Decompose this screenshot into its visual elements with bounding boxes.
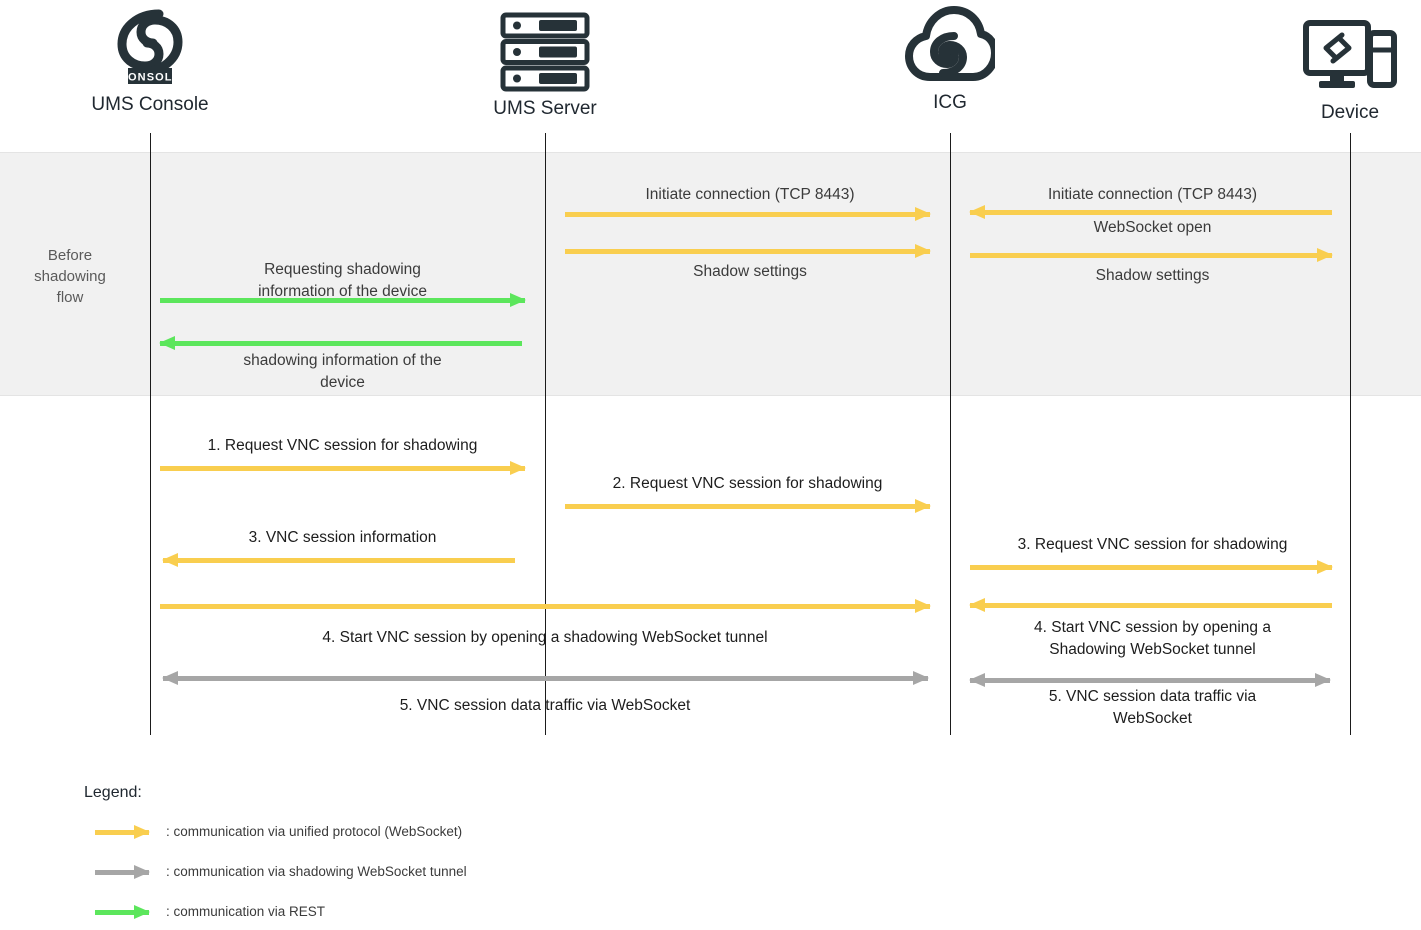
legend-arrow-rest-icon [95, 905, 150, 919]
message-label-m5: Shadow settings [1095, 267, 1210, 284]
message-label-m15: 5. VNC session data traffic via WebSocke… [970, 686, 1335, 730]
message-label-m10: 3. VNC session information [248, 529, 437, 546]
message-arrow-m10 [162, 553, 515, 567]
message-label-m12: 4. Start VNC session by opening a shadow… [322, 629, 768, 646]
actor-label-device: Device [1320, 102, 1380, 123]
actor-icg: ICG [840, 0, 1060, 114]
message-label-m11: 3. Request VNC session for shadowing [1017, 536, 1288, 553]
actor-label-icg: ICG [933, 92, 967, 113]
message-label-m13-line-1: 4. Start VNC session by opening a [1034, 619, 1271, 636]
svg-text:CONSOLE: CONSOLE [119, 72, 181, 84]
band-label-line-1: Before [47, 247, 93, 264]
band-label-line-2: shadowing [34, 268, 106, 285]
message-arrow-m7 [159, 336, 522, 350]
actor-ums-console: CONSOLE UMS Console [40, 2, 260, 116]
message-label-m4: Shadow settings [693, 263, 807, 280]
actor-device: Device [1240, 10, 1421, 124]
message-label-m13-line-2: Shadowing WebSocket tunnel [1049, 641, 1256, 658]
message-arrow-m13 [969, 598, 1332, 612]
message-label-m7: shadowing information of the device [160, 350, 525, 394]
actor-label-ums-server: UMS Server [493, 98, 597, 119]
message-label-m1: Initiate connection (TCP 8443) [645, 186, 855, 203]
band-label-line-3: flow [56, 289, 84, 306]
message-label-m6-line-2: information of the device [258, 283, 427, 300]
message-arrow-m11 [970, 560, 1333, 574]
message-label-m7-line-1: shadowing information of the [243, 352, 442, 369]
message-label-m13: 4. Start VNC session by opening a Shadow… [970, 617, 1335, 661]
legend-title: Legend: [84, 784, 142, 801]
before-shadowing-band [0, 152, 1421, 396]
cloud-gateway-icon [840, 0, 1060, 92]
message-arrow-m3 [970, 248, 1333, 262]
message-arrow-m12 [160, 599, 931, 613]
actor-label-ums-console: UMS Console [91, 94, 209, 115]
message-arrow-m14 [162, 671, 929, 685]
message-arrow-m2 [969, 205, 1332, 219]
desktop-device-icon [1240, 10, 1421, 102]
legend-text-unified: : communication via unified protocol (We… [166, 824, 463, 839]
message-arrow-m8 [160, 461, 526, 475]
message-arrow-m9 [565, 499, 931, 513]
message-label-m9: 2. Request VNC session for shadowing [612, 475, 883, 492]
message-label-m8: 1. Request VNC session for shadowing [207, 437, 478, 454]
message-label-m14: 5. VNC session data traffic via WebSocke… [399, 697, 691, 714]
lifeline-device [1350, 133, 1351, 735]
lifeline-ums-server [545, 133, 546, 735]
message-arrow-m6 [160, 293, 526, 307]
message-label-m6-line-1: Requesting shadowing [264, 261, 421, 278]
legend-arrow-shadow-tunnel-icon [95, 865, 150, 879]
message-label-m15-line-2: WebSocket [1113, 710, 1192, 727]
server-rack-icon [435, 6, 655, 98]
message-label-m15-line-1: 5. VNC session data traffic via [1048, 688, 1257, 705]
actor-ums-server: UMS Server [435, 6, 655, 120]
lifeline-icg [950, 133, 951, 735]
band-label: Before shadowing flow [8, 245, 132, 308]
message-label-m3: WebSocket open [1093, 219, 1212, 236]
lifeline-ums-console [150, 133, 151, 735]
legend-arrow-unified-icon [95, 825, 150, 839]
message-label-m7-line-2: device [320, 374, 365, 391]
message-arrow-m1 [565, 207, 931, 221]
message-label-m2: Initiate connection (TCP 8443) [1047, 186, 1258, 203]
ums-console-logo-icon: CONSOLE [40, 2, 260, 94]
legend-text-rest: : communication via REST [166, 904, 326, 919]
message-label-m6: Requesting shadowing information of the … [160, 259, 525, 303]
message-arrow-m15 [969, 673, 1331, 687]
legend-text-shadow-tunnel: : communication via shadowing WebSocket … [166, 864, 467, 879]
message-arrow-m4 [565, 244, 931, 258]
